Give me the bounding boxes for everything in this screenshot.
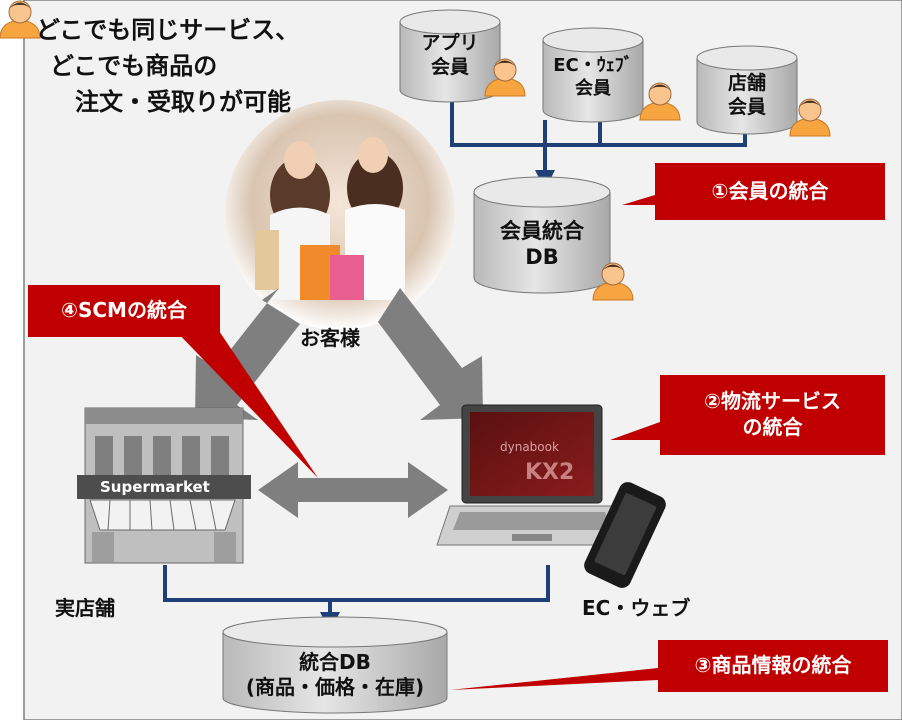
- app-members-line2: 会員: [430, 55, 469, 78]
- app-members-line1: アプリ: [421, 32, 479, 54]
- tagline-line2: どこでも商品の: [50, 52, 218, 80]
- customer-label: お客様: [300, 326, 360, 350]
- physical-store-label: 実店舗: [55, 596, 115, 620]
- cylinder-ec-members: [542, 27, 644, 123]
- ec-web-label: EC・ウェブ: [582, 596, 691, 620]
- store-members-line2: 会員: [727, 95, 766, 118]
- laptop-brand: dynabook: [500, 440, 559, 454]
- store-members-line1: 店舗: [727, 72, 766, 94]
- connector-app: [450, 95, 602, 147]
- smartphone-illustration: [584, 482, 666, 588]
- person-icon: [0, 0, 41, 39]
- ec-members-line2: 会員: [575, 77, 611, 99]
- callout-product-info-text: ③商品情報の統合: [694, 653, 852, 677]
- cylinder-integrated-db: [222, 616, 448, 714]
- callout-scm-text: ④SCMの統合: [61, 298, 187, 322]
- store-members-label: 店舗 会員: [697, 72, 797, 120]
- integrated-member-db-line1: 会員統合: [500, 219, 584, 243]
- callout-logistics-line1: ②物流サービス: [704, 389, 841, 413]
- cylinder-store-members: [696, 45, 798, 135]
- ec-members-line1: EC・ｳｪﾌﾞ: [553, 55, 633, 76]
- supermarket-sign: Supermarket: [100, 478, 210, 496]
- cylinder-app-members: [399, 9, 501, 103]
- callout-member-integration: [622, 163, 885, 220]
- arrow-customer-to-store: [195, 288, 300, 420]
- tagline-line3: 注文・受取りが可能: [75, 88, 291, 116]
- double-arrow-store-ec: [258, 462, 448, 518]
- integrated-db-label: 統合DB (商品・価格・在庫): [223, 650, 447, 700]
- callout-scm: [28, 285, 318, 478]
- callout-logistics-text: ②物流サービス の統合: [660, 388, 885, 440]
- supermarket-illustration: [77, 407, 251, 564]
- tagline-line1: どこでも同じサービス、: [36, 16, 300, 44]
- ec-members-label: EC・ｳｪﾌﾞ 会員: [543, 55, 643, 100]
- integrated-db-line2: (商品・価格・在庫): [245, 675, 425, 699]
- integrated-member-db-line2: DB: [525, 245, 559, 270]
- callout-member-integration-text: ①会員の統合: [711, 179, 829, 203]
- arrow-customer-to-ec: [378, 288, 483, 420]
- connector-stores: [163, 565, 550, 602]
- laptop-model: KX2: [525, 460, 575, 485]
- callout-logistics-line2: の統合: [742, 415, 803, 439]
- callout-logistics: [610, 375, 885, 455]
- laptop-illustration: [436, 404, 629, 546]
- callout-product-info: [450, 640, 888, 692]
- app-members-label: アプリ 会員: [400, 32, 500, 80]
- customers-photo: [225, 100, 455, 330]
- cylinder-integrated-members: [473, 176, 611, 294]
- integrated-db-line1: 統合DB: [299, 650, 371, 674]
- integrated-member-db-label: 会員統合 DB: [474, 218, 610, 271]
